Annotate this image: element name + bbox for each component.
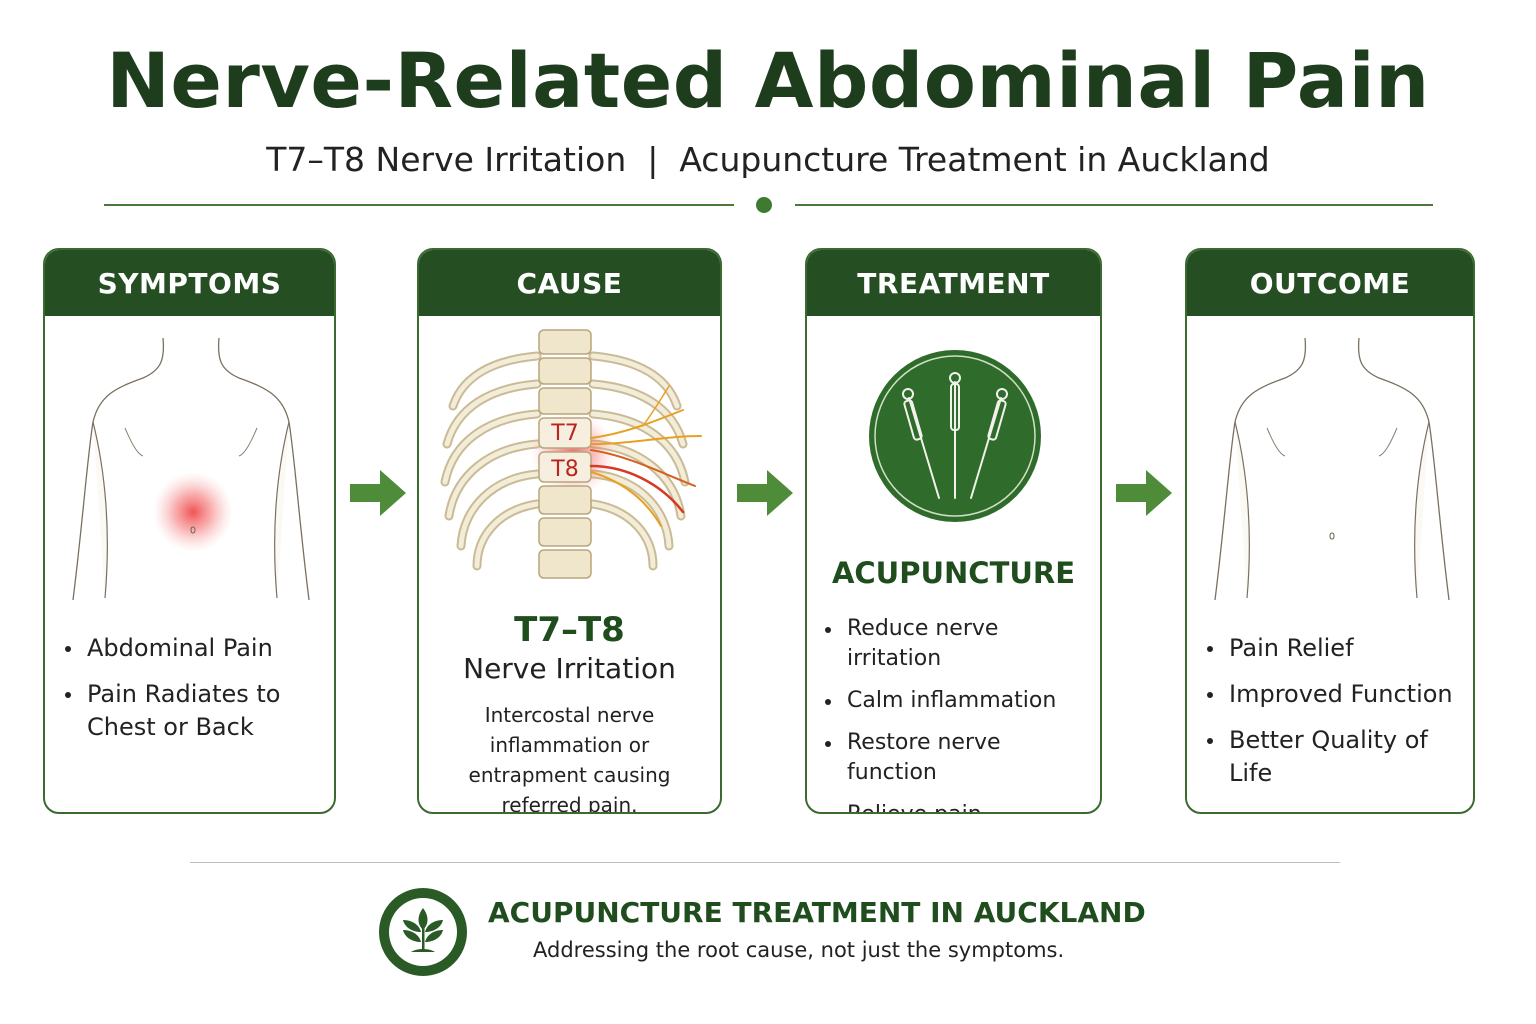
cause-card: CAUSE [417, 248, 722, 814]
list-item: Improved Function [1207, 678, 1467, 711]
footer-divider [190, 862, 1340, 863]
list-item: Restore nerve function [825, 728, 1095, 788]
header-divider-right [795, 204, 1433, 206]
arrow-right-icon [1116, 470, 1172, 516]
vertebra-label-t8: T8 [550, 457, 578, 482]
header-divider-left [104, 204, 734, 206]
header-divider-dot [756, 197, 772, 213]
arrow-right-icon [350, 470, 406, 516]
leaf-plant-icon [379, 888, 467, 976]
treatment-list: Reduce nerve irritation Calm inflammatio… [825, 614, 1095, 812]
list-item: Better Quality of Life [1207, 724, 1467, 790]
torso-pain-illustration [72, 337, 310, 601]
list-item: Relieve pain [825, 800, 1095, 812]
footer-heading: ACUPUNCTURE TREATMENT IN AUCKLAND [488, 896, 1146, 929]
outcome-heading: OUTCOME [1187, 250, 1473, 316]
outcome-list: Pain Relief Improved Function Better Qua… [1207, 632, 1467, 803]
cause-name: Nerve Irritation [463, 652, 676, 685]
cause-heading: CAUSE [419, 250, 720, 316]
page-title: Nerve-Related Abdominal Pain [106, 36, 1430, 125]
cause-description: Intercostal nerve inflammation or entrap… [468, 703, 671, 814]
list-item: Pain Radiates to Chest or Back [65, 678, 315, 744]
acupuncture-needles-icon [869, 350, 1041, 522]
symptoms-list: Abdominal Pain Pain Radiates to Chest or… [65, 632, 315, 757]
arrow-right-icon [737, 470, 793, 516]
treatment-card: TREATMENT ACUPUNCTURE Reduce nerve irrit… [805, 248, 1102, 814]
treatment-heading: TREATMENT [807, 250, 1100, 316]
symptoms-heading: SYMPTOMS [45, 250, 334, 316]
treatment-method: ACUPUNCTURE [831, 556, 1076, 590]
vertebra-label-t7: T7 [550, 421, 578, 446]
outcome-card: OUTCOME Pain Relief Improved Function Be… [1185, 248, 1475, 814]
list-item: Pain Relief [1207, 632, 1467, 665]
cause-level: T7–T8 [514, 610, 625, 650]
list-item: Abdominal Pain [65, 632, 315, 665]
torso-relief-illustration [1214, 337, 1450, 601]
footer-tagline: Addressing the root cause, not just the … [533, 938, 1065, 962]
pain-area-marker [153, 472, 233, 552]
list-item: Calm inflammation [825, 686, 1095, 716]
page-subtitle: T7–T8 Nerve Irritation | Acupuncture Tre… [266, 140, 1270, 179]
spine-ribcage-illustration: T7 T8 [440, 329, 702, 579]
list-item: Reduce nerve irritation [825, 614, 1095, 674]
symptoms-card: SYMPTOMS Abdominal Pain Pain Radiates to… [43, 248, 336, 814]
